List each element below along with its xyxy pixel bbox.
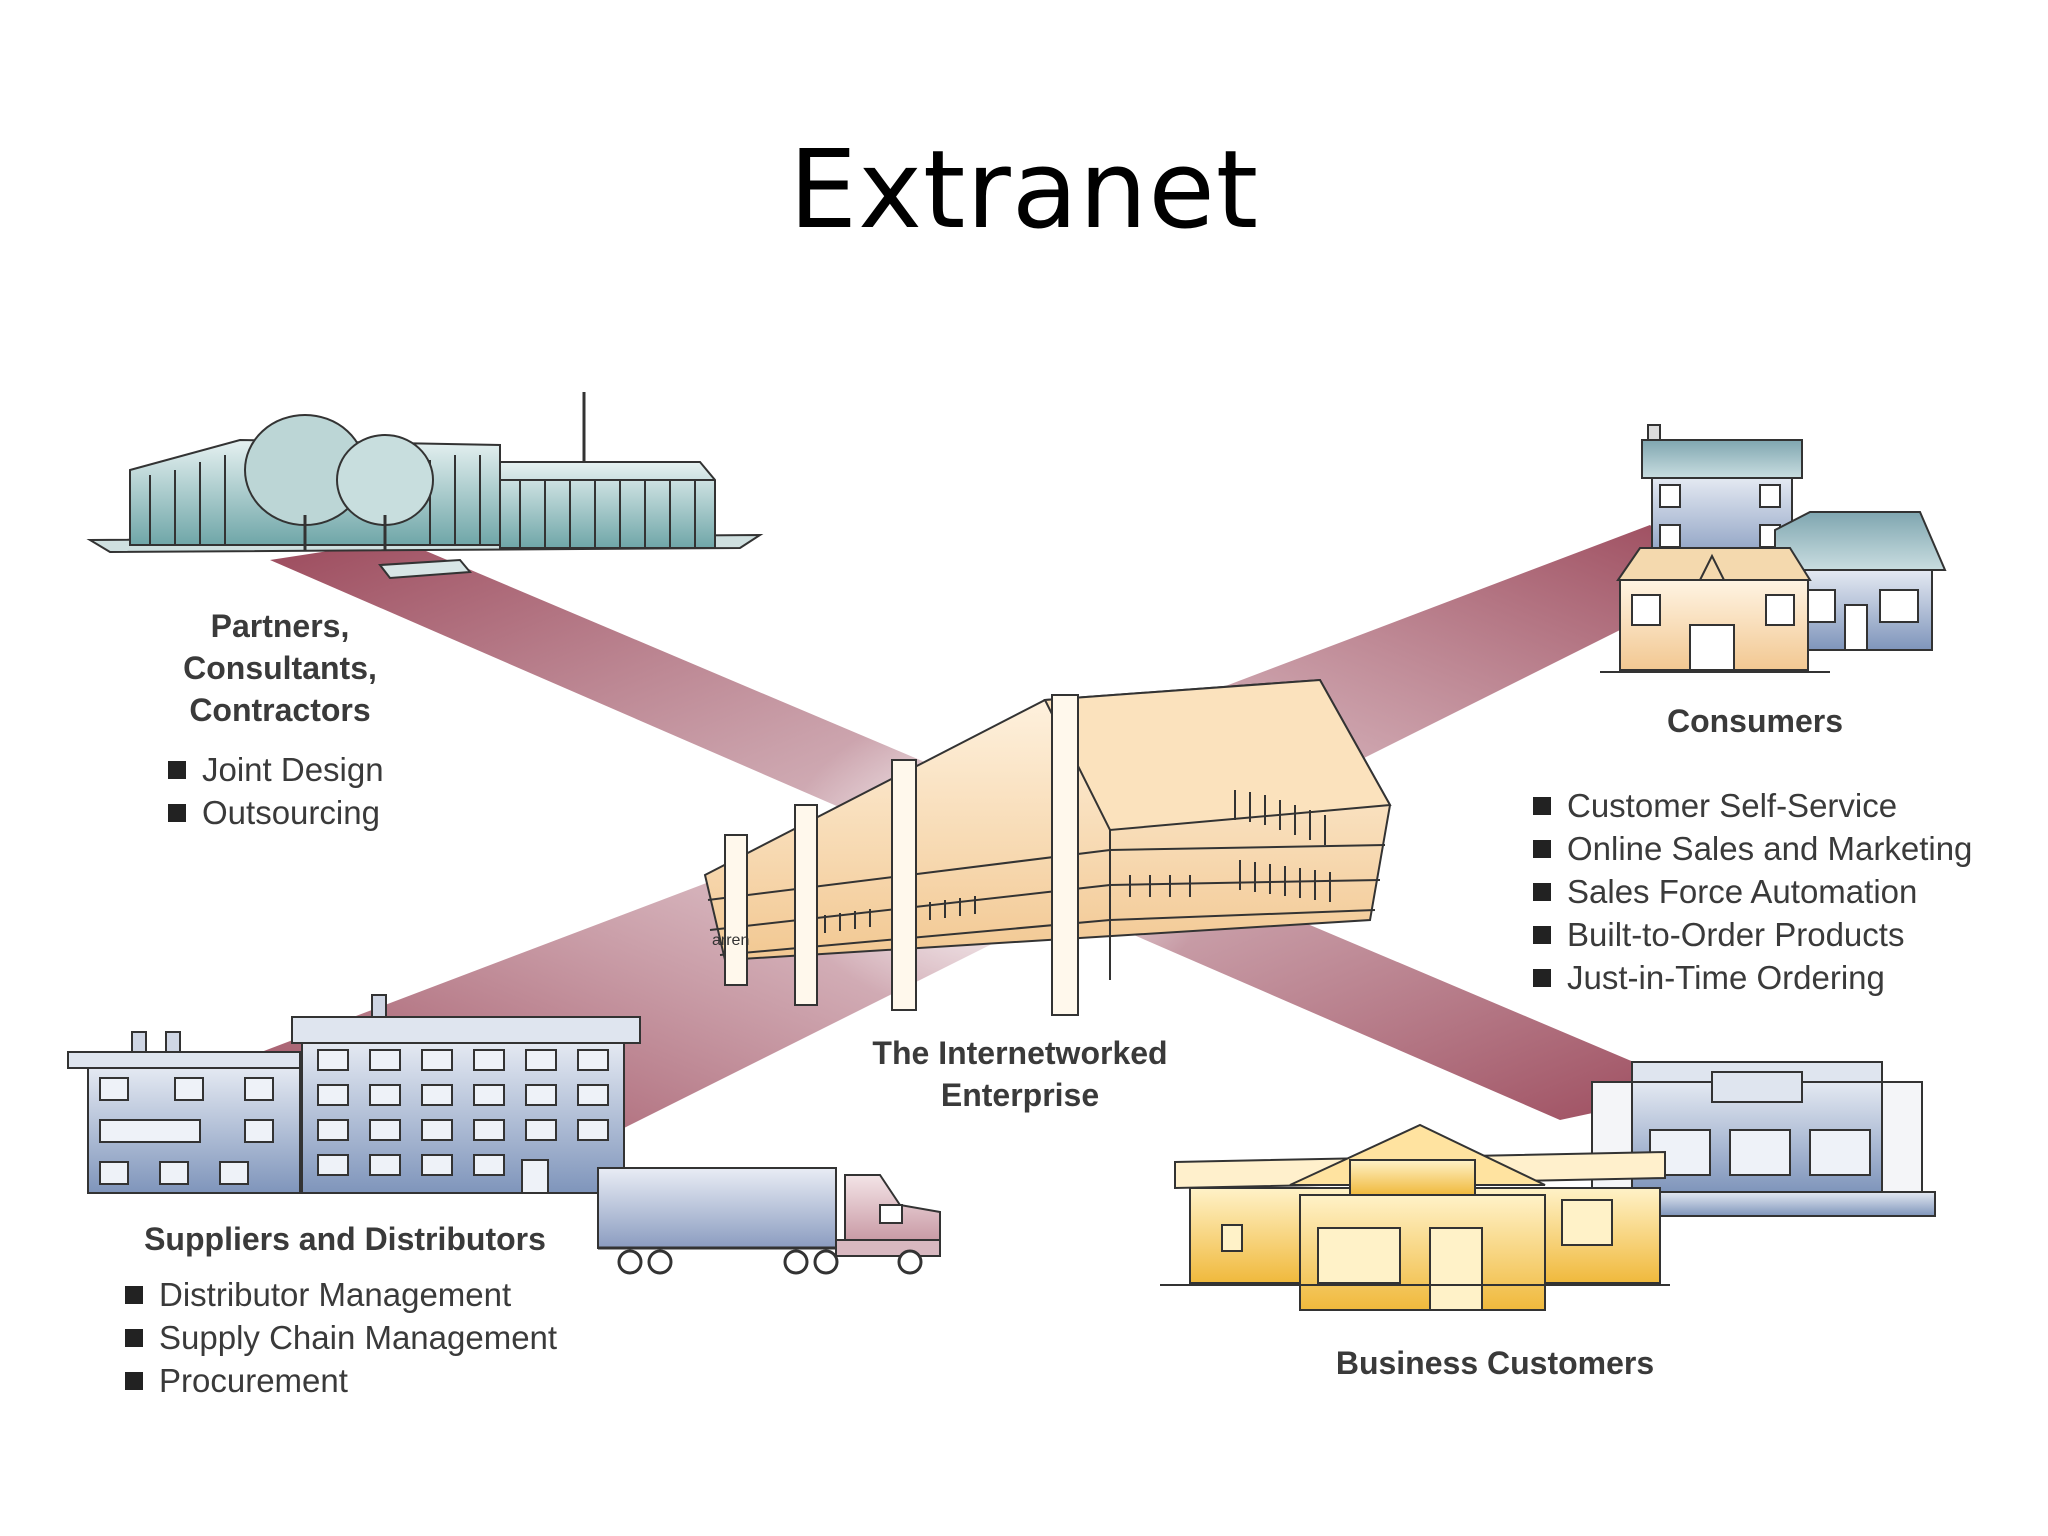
list-item: Joint Design — [168, 748, 384, 791]
suppliers-label: Suppliers and Distributors — [144, 1221, 546, 1257]
partners-label: Partners, Consultants, Contractors — [183, 608, 377, 728]
list-item: Sales Force Automation — [1533, 870, 1972, 913]
list-item: Supply Chain Management — [125, 1316, 557, 1359]
list-item: Built-to-Order Products — [1533, 913, 1972, 956]
suppliers-bullets: Distributor Management Supply Chain Mana… — [125, 1273, 557, 1402]
list-item: Online Sales and Marketing — [1533, 827, 1972, 870]
truck-icon — [597, 1167, 941, 1275]
consumers-bullets: Customer Self-Service Online Sales and M… — [1533, 784, 1972, 999]
partners-bullets: Joint Design Outsourcing — [168, 748, 384, 834]
business-customers-label: Business Customers — [1335, 1345, 1655, 1381]
partners-building-icon — [86, 392, 764, 580]
business-customers-icon — [1160, 1061, 1936, 1311]
list-item: Procurement — [125, 1359, 557, 1402]
enterprise-building-icon: arren — [703, 678, 1392, 1016]
suppliers-building-icon — [67, 994, 641, 1194]
consumers-label: Consumers — [1666, 703, 1844, 739]
list-item: Outsourcing — [168, 791, 384, 834]
consumers-houses-icon — [1600, 424, 1947, 673]
list-item: Customer Self-Service — [1533, 784, 1972, 827]
enterprise-sign: arren — [712, 932, 749, 949]
list-item: Just-in-Time Ordering — [1533, 956, 1972, 999]
list-item: Distributor Management — [125, 1273, 557, 1316]
enterprise-label: The Internetworked Enterprise — [872, 1035, 1168, 1113]
slide-title: Extranet — [788, 128, 1260, 253]
